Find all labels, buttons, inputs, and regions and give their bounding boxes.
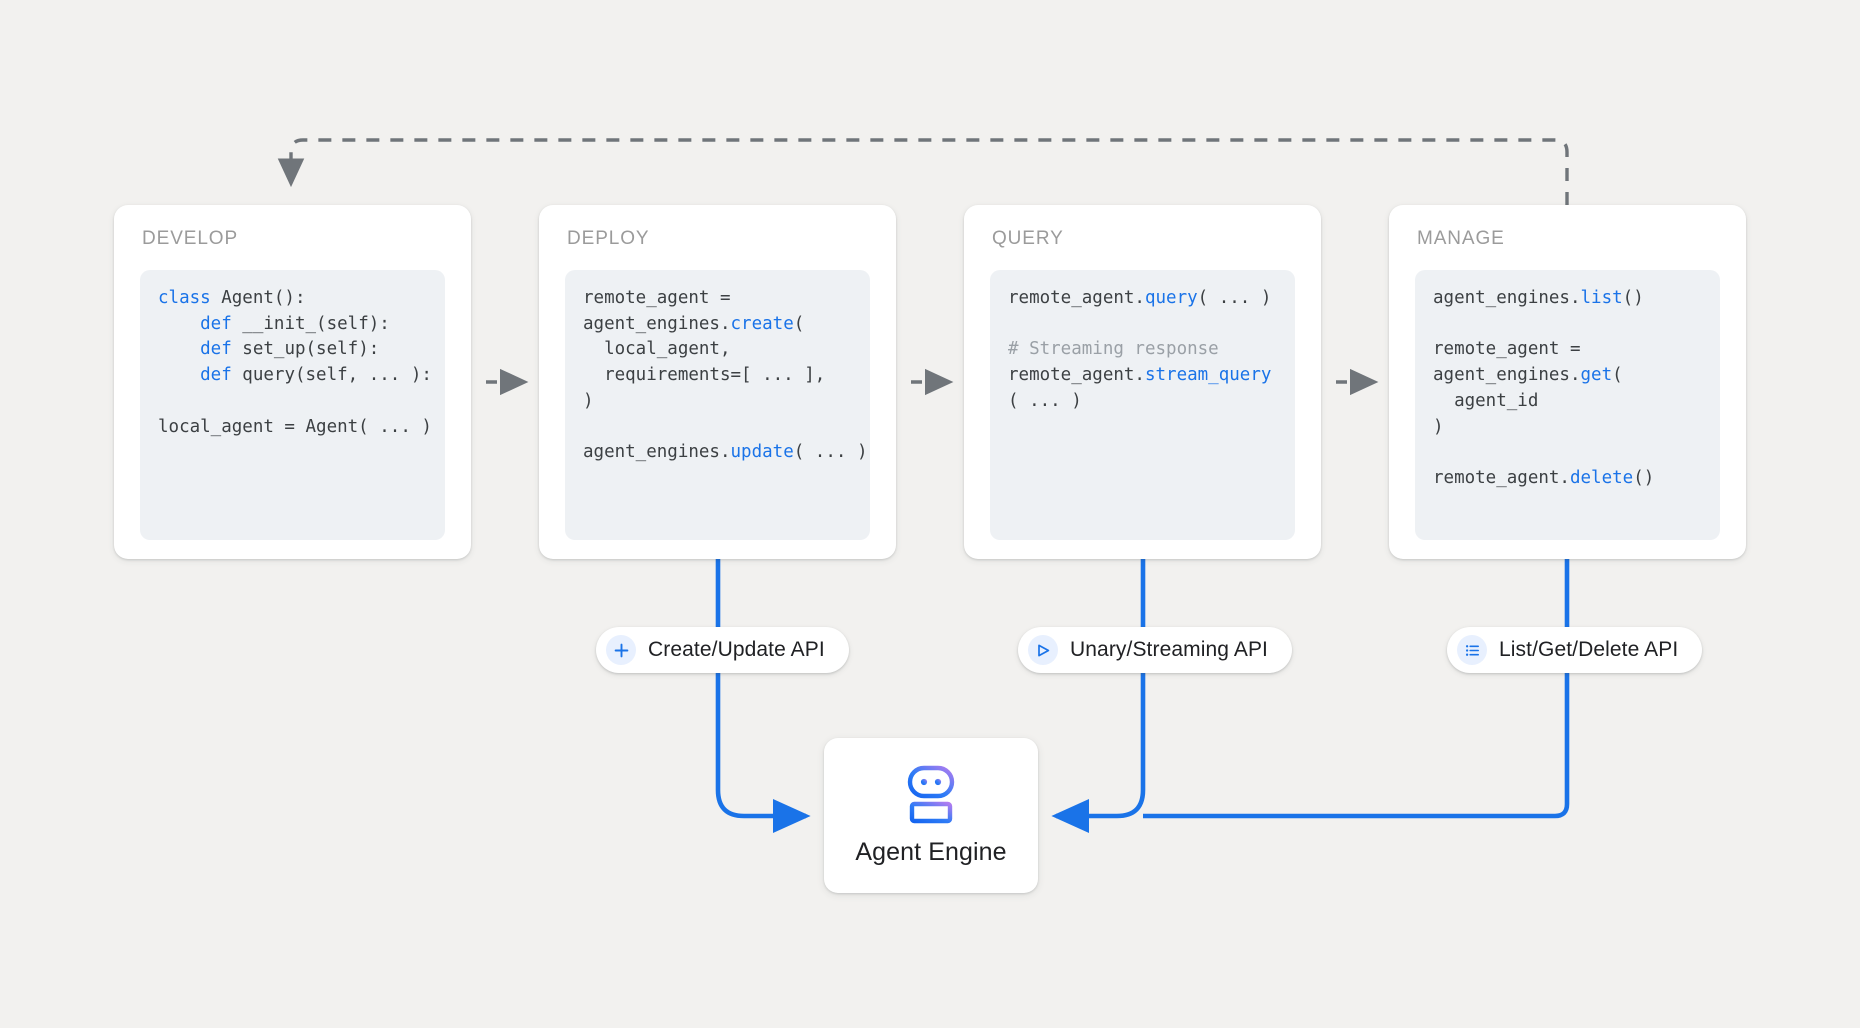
code-block-deploy: remote_agent = agent_engines.create( loc… xyxy=(565,270,870,540)
stage-card-develop: DEVELOP class Agent(): def __init_(self)… xyxy=(114,205,471,559)
api-pill-label: Create/Update API xyxy=(648,638,825,661)
api-pill-create-update[interactable]: Create/Update API xyxy=(596,627,849,673)
wire-query-to-agent-engine xyxy=(1051,559,1146,834)
stage-title-deploy: DEPLOY xyxy=(567,228,650,249)
list-icon xyxy=(1457,635,1487,665)
wire-deploy-to-agent-engine xyxy=(715,559,811,834)
agent-engine-label: Agent Engine xyxy=(855,838,1007,866)
agent-engine-node[interactable]: Agent Engine xyxy=(824,738,1038,893)
api-pill-unary-streaming[interactable]: Unary/Streaming API xyxy=(1018,627,1292,673)
stage-card-query: QUERY remote_agent.query( ... ) # Stream… xyxy=(964,205,1321,559)
plus-icon xyxy=(606,635,636,665)
code-block-manage: agent_engines.list() remote_agent = agen… xyxy=(1415,270,1720,540)
api-pill-label: Unary/Streaming API xyxy=(1070,638,1268,661)
robot-icon xyxy=(900,764,962,824)
send-triangle-icon xyxy=(1028,635,1058,665)
feedback-dashed-connector xyxy=(277,138,1569,205)
api-pill-list-get-delete[interactable]: List/Get/Delete API xyxy=(1447,627,1703,673)
stage-card-manage: MANAGE agent_engines.list() remote_agent… xyxy=(1389,205,1746,559)
api-pill-label: List/Get/Delete API xyxy=(1499,638,1679,661)
stage-title-manage: MANAGE xyxy=(1417,228,1505,249)
stage-title-query: QUERY xyxy=(992,228,1064,249)
code-block-query: remote_agent.query( ... ) # Streaming re… xyxy=(990,270,1295,540)
stage-card-deploy: DEPLOY remote_agent = agent_engines.crea… xyxy=(539,205,896,559)
stage-title-develop: DEVELOP xyxy=(142,228,239,249)
code-block-develop: class Agent(): def __init_(self): def se… xyxy=(140,270,445,540)
wire-manage-to-agent-engine xyxy=(1143,559,1570,819)
